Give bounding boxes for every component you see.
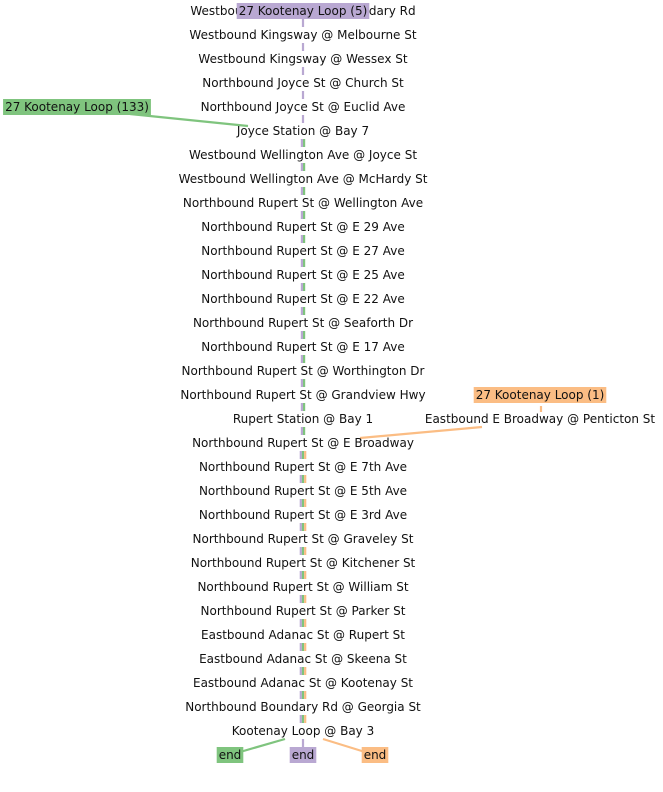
orange-end-connector — [322, 737, 366, 754]
stop-label: Northbound Rupert St @ E 29 Ave — [201, 220, 404, 234]
route-tag-purple-box — [236, 3, 370, 19]
branch-lines — [129, 112, 543, 754]
stop-label: Northbound Rupert St @ Worthington Dr — [182, 364, 425, 378]
route-tags: 27 Kootenay Loop (5) 27 Kootenay Loop (13… — [3, 3, 607, 763]
stop-label: Rupert Station @ Bay 1 — [233, 412, 373, 426]
stop-label: Northbound Rupert St @ E 22 Ave — [201, 292, 404, 306]
side-stop-label: Eastbound E Broadway @ Penticton St — [425, 412, 656, 426]
stop-label: Eastbound Adanac St @ Rupert St — [201, 628, 405, 642]
green-start-connector — [129, 112, 249, 128]
stop-label: Joyce Station @ Bay 7 — [236, 124, 369, 138]
route-tag-green: 27 Kootenay Loop (133) — [3, 99, 151, 115]
end-tag-purple: end — [289, 747, 317, 763]
stop-label: Northbound Boundary Rd @ Georgia St — [185, 700, 421, 714]
stop-label: Northbound Joyce St @ Church St — [202, 76, 404, 90]
route-tag-purple-text: 27 Kootenay Loop (5) — [239, 4, 368, 18]
stop-label: Northbound Rupert St @ E 27 Ave — [201, 244, 404, 258]
stop-label: Northbound Rupert St @ E Broadway — [192, 436, 414, 450]
route-tag-orange: 27 Kootenay Loop (1) — [473, 387, 607, 403]
stop-label: Kootenay Loop @ Bay 3 — [232, 724, 374, 738]
stop-label: Northbound Rupert St @ Grandview Hwy — [180, 388, 425, 402]
route-tag-green-box — [3, 99, 151, 115]
end-tag-orange-text: end — [364, 748, 387, 762]
end-tag-green-text: end — [219, 748, 242, 762]
stop-label: Northbound Rupert St @ Wellington Ave — [183, 196, 423, 210]
stop-label: Westbound Wellington Ave @ McHardy St — [179, 172, 428, 186]
route-tag-orange-box — [473, 387, 607, 403]
stop-label: Northbound Rupert St @ Kitchener St — [191, 556, 416, 570]
stop-label: Northbound Rupert St @ Graveley St — [193, 532, 414, 546]
stop-label: Northbound Rupert St @ Parker St — [201, 604, 406, 618]
stop-label: Westbound Wellington Ave @ Joyce St — [189, 148, 417, 162]
stop-labels: Westbound Kingsway @ Boundary RdWestboun… — [179, 4, 656, 738]
end-tag-orange: end — [361, 747, 389, 763]
route-tag-green-text: 27 Kootenay Loop (133) — [5, 100, 149, 114]
route-tag-purple: 27 Kootenay Loop (5) — [236, 3, 370, 19]
green-end-connector — [239, 737, 286, 754]
end-tag-green-box — [216, 747, 244, 763]
orange-side-connector — [359, 425, 483, 440]
end-tag-purple-text: end — [292, 748, 315, 762]
stop-label: Eastbound Adanac St @ Kootenay St — [193, 676, 413, 690]
stop-label: Westbound Kingsway @ Wessex St — [198, 52, 407, 66]
stop-label: Northbound Rupert St @ Seaforth Dr — [193, 316, 413, 330]
stop-label: Northbound Rupert St @ E 17 Ave — [201, 340, 404, 354]
route-tag-orange-text: 27 Kootenay Loop (1) — [476, 388, 605, 402]
end-tag-purple-box — [289, 747, 317, 763]
end-tag-green: end — [216, 747, 244, 763]
stop-label: Northbound Rupert St @ E 7th Ave — [199, 460, 407, 474]
stop-label: Northbound Rupert St @ E 3rd Ave — [199, 508, 407, 522]
stop-label: Eastbound Adanac St @ Skeena St — [199, 652, 407, 666]
end-tag-orange-box — [361, 747, 389, 763]
stop-label: Northbound Rupert St @ E 5th Ave — [199, 484, 407, 498]
stop-label: Northbound Joyce St @ Euclid Ave — [201, 100, 406, 114]
trunk-lines — [299, 19, 307, 723]
stop-label: Westbound Kingsway @ Melbourne St — [189, 28, 416, 42]
stop-label: Northbound Rupert St @ William St — [197, 580, 408, 594]
stop-label: Northbound Rupert St @ E 25 Ave — [201, 268, 404, 282]
